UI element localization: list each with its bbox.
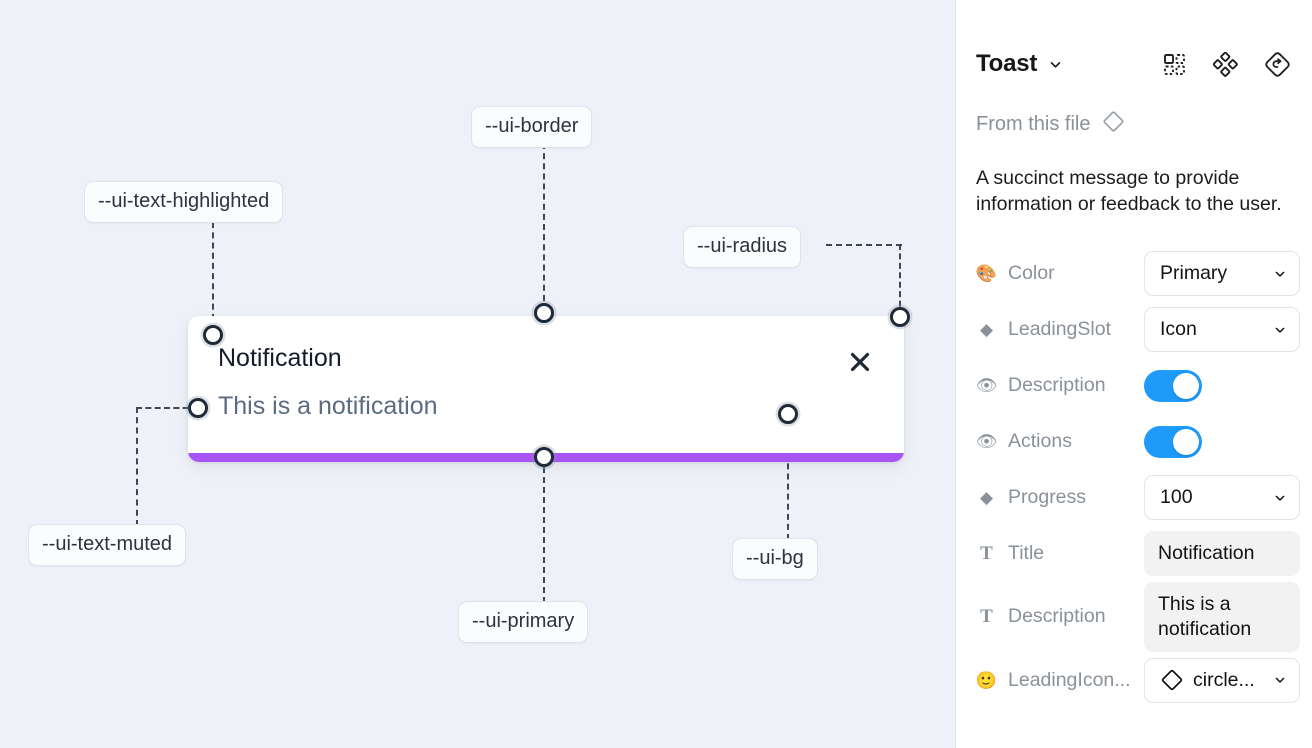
text-icon: T <box>980 606 993 628</box>
leader-line-border <box>543 143 545 311</box>
property-row-progress: ◆ Progress 100 <box>976 470 1300 526</box>
token-label-text-muted[interactable]: --ui-text-muted <box>28 524 187 566</box>
panel-header: Toast <box>976 0 1291 78</box>
diamond-icon: ◆ <box>979 320 994 340</box>
description-toggle[interactable] <box>1144 369 1202 402</box>
color-select[interactable]: Primary <box>1144 251 1300 297</box>
title-input[interactable]: Notification <box>1144 530 1300 577</box>
property-row-description-text: T Description This is a notification <box>976 581 1300 653</box>
reset-diamond-icon[interactable] <box>1264 51 1291 78</box>
anchor-dot-radius[interactable] <box>890 307 910 327</box>
property-rows: 🎨 Color Primary ◆ LeadingSlot <box>976 246 1300 709</box>
toast-title: Notification <box>218 344 342 372</box>
leader-line-text-highlighted <box>212 212 214 330</box>
component-grid-icon[interactable] <box>1162 52 1187 77</box>
property-label-title: T Title <box>976 542 1144 565</box>
leader-line-radius-horizontal <box>826 244 902 246</box>
eye-icon: 👁 <box>976 432 998 452</box>
property-row-color: 🎨 Color Primary <box>976 246 1300 302</box>
leader-line-text-muted-vertical <box>136 407 138 526</box>
property-label-leadingslot: ◆ LeadingSlot <box>976 318 1144 341</box>
diamond-icon: ◆ <box>979 488 994 508</box>
actions-toggle[interactable] <box>1144 425 1202 458</box>
toast-preview-card[interactable]: Notification This is a notification <box>188 316 904 462</box>
from-this-file-row[interactable]: From this file <box>976 110 1291 139</box>
chevron-down-icon <box>1273 491 1287 505</box>
close-icon[interactable] <box>846 348 874 376</box>
token-label-bg[interactable]: --ui-bg <box>732 538 818 580</box>
from-this-file-label: From this file <box>976 113 1091 135</box>
token-label-border[interactable]: --ui-border <box>471 106 593 148</box>
page-title: Toast <box>976 50 1038 77</box>
diamond-icon <box>1160 668 1184 692</box>
variants-cluster-icon[interactable] <box>1213 51 1238 77</box>
component-description: A succinct message to provide informatio… <box>976 167 1282 216</box>
property-label-description-toggle: 👁 Description <box>976 374 1106 397</box>
anchor-dot-primary[interactable] <box>534 447 554 467</box>
leader-line-radius-vertical <box>899 244 901 316</box>
smiley-icon: 🙂 <box>976 670 998 690</box>
anchor-dot-text-highlighted[interactable] <box>203 325 223 345</box>
property-label-actions-toggle: 👁 Actions <box>976 430 1072 453</box>
properties-panel: Toast <box>956 0 1311 748</box>
toggle-knob <box>1173 428 1199 455</box>
palette-icon: 🎨 <box>976 264 998 284</box>
token-label-radius[interactable]: --ui-radius <box>683 226 802 268</box>
leader-line-primary <box>543 457 545 603</box>
chevron-down-icon <box>1273 267 1287 281</box>
token-label-text-highlighted[interactable]: --ui-text-highlighted <box>84 181 284 223</box>
property-label-color: 🎨 Color <box>976 262 1055 285</box>
property-label-progress: ◆ Progress <box>976 486 1144 509</box>
property-row-description-toggle: 👁 Description <box>976 358 1291 414</box>
header-icon-group <box>1162 51 1291 78</box>
eye-icon: 👁 <box>976 376 998 396</box>
property-label-leadingicon: 🙂 LeadingIcon... <box>976 668 1131 691</box>
toast-description: This is a notification <box>218 392 438 420</box>
property-row-leadingslot: ◆ LeadingSlot Icon <box>976 302 1300 358</box>
text-icon: T <box>980 543 993 565</box>
chevron-down-icon[interactable] <box>1048 57 1063 72</box>
leader-line-bg <box>787 413 789 540</box>
token-label-primary[interactable]: --ui-primary <box>458 601 589 643</box>
property-label-description-text: T Description <box>976 605 1144 628</box>
leadingicon-select[interactable]: circle... <box>1144 657 1300 703</box>
design-canvas[interactable]: Notification This is a notification --ui… <box>0 0 956 748</box>
property-row-title: T Title Notification <box>976 526 1300 582</box>
property-row-leadingicon: 🙂 LeadingIcon... circle... <box>976 652 1300 708</box>
leader-line-text-muted-horizontal <box>136 407 198 409</box>
anchor-dot-border[interactable] <box>534 303 554 323</box>
chevron-down-icon <box>1273 323 1287 337</box>
leadingslot-select[interactable]: Icon <box>1144 307 1300 353</box>
property-row-actions-toggle: 👁 Actions <box>976 414 1291 470</box>
anchor-dot-text-muted[interactable] <box>188 398 208 418</box>
diamond-icon <box>1102 110 1125 139</box>
progress-select[interactable]: 100 <box>1144 475 1300 521</box>
description-input[interactable]: This is a notification <box>1144 581 1300 653</box>
chevron-down-icon <box>1273 673 1287 687</box>
toggle-knob <box>1173 372 1199 399</box>
anchor-dot-bg[interactable] <box>778 404 798 424</box>
